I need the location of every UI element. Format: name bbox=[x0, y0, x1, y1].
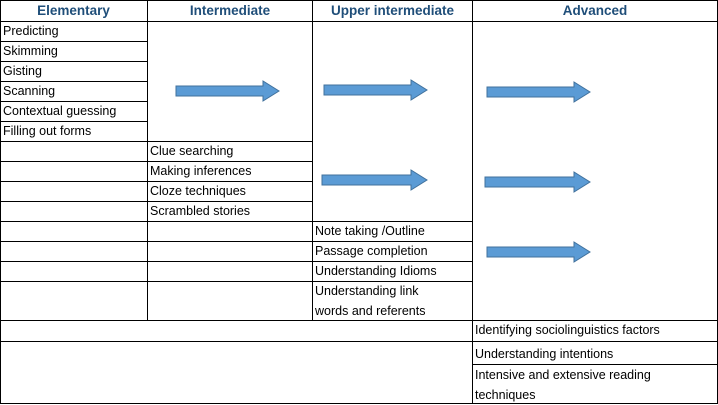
right-arrow-icon bbox=[486, 81, 591, 103]
skill-words-and-referents: words and referents bbox=[315, 304, 426, 318]
skill-understanding-intentions: Understanding intentions bbox=[475, 347, 614, 361]
skill-making-inferences: Making inferences bbox=[150, 164, 252, 178]
row-divider bbox=[0, 320, 718, 321]
skill-intensive-extensive-reading: Intensive and extensive reading bbox=[475, 368, 651, 382]
row-divider bbox=[0, 201, 313, 202]
skill-clue-searching: Clue searching bbox=[150, 144, 234, 158]
row-divider bbox=[0, 41, 148, 42]
skill-predicting: Predicting bbox=[3, 24, 59, 38]
skill-scrambled-stories: Scrambled stories bbox=[150, 204, 251, 218]
table-border-top bbox=[0, 0, 718, 1]
skill-techniques: techniques bbox=[475, 388, 536, 402]
skill-passage-completion: Passage completion bbox=[315, 244, 428, 258]
column-divider bbox=[147, 0, 148, 321]
row-divider bbox=[472, 364, 718, 365]
row-divider bbox=[0, 161, 313, 162]
row-divider bbox=[0, 341, 718, 342]
header-advanced: Advanced bbox=[562, 3, 628, 18]
row-divider bbox=[0, 61, 148, 62]
header-intermediate: Intermediate bbox=[189, 3, 271, 18]
right-arrow-icon bbox=[175, 80, 280, 102]
skill-note-taking: Note taking /Outline bbox=[315, 224, 425, 238]
right-arrow-icon bbox=[321, 169, 428, 191]
row-divider bbox=[0, 181, 313, 182]
row-divider bbox=[0, 241, 473, 242]
header-elementary: Elementary bbox=[37, 3, 110, 18]
skill-contextual-guessing: Contextual guessing bbox=[3, 104, 117, 118]
row-divider bbox=[0, 261, 473, 262]
skill-identifying-sociolinguistics: Identifying sociolinguistics factors bbox=[475, 323, 660, 337]
skill-gisting: Gisting bbox=[3, 64, 42, 78]
row-divider bbox=[0, 101, 148, 102]
skill-cloze-techniques: Cloze techniques bbox=[150, 184, 246, 198]
skill-filling-out-forms: Filling out forms bbox=[3, 124, 92, 138]
right-arrow-icon bbox=[323, 79, 428, 101]
row-divider bbox=[0, 221, 473, 222]
row-divider bbox=[0, 141, 313, 142]
row-divider bbox=[0, 121, 148, 122]
row-divider bbox=[0, 281, 473, 282]
skill-understanding-link: Understanding link bbox=[315, 284, 419, 298]
header-divider bbox=[0, 21, 718, 22]
row-divider bbox=[0, 81, 148, 82]
skill-skimming: Skimming bbox=[3, 44, 58, 58]
skill-scanning: Scanning bbox=[3, 84, 56, 98]
right-arrow-icon bbox=[486, 241, 591, 263]
column-divider bbox=[472, 0, 473, 404]
header-upper-intermediate: Upper intermediate bbox=[330, 3, 455, 18]
skill-understanding-idioms: Understanding Idioms bbox=[315, 264, 437, 278]
column-divider bbox=[312, 0, 313, 321]
table-border-left bbox=[0, 0, 1, 404]
right-arrow-icon bbox=[484, 171, 591, 193]
